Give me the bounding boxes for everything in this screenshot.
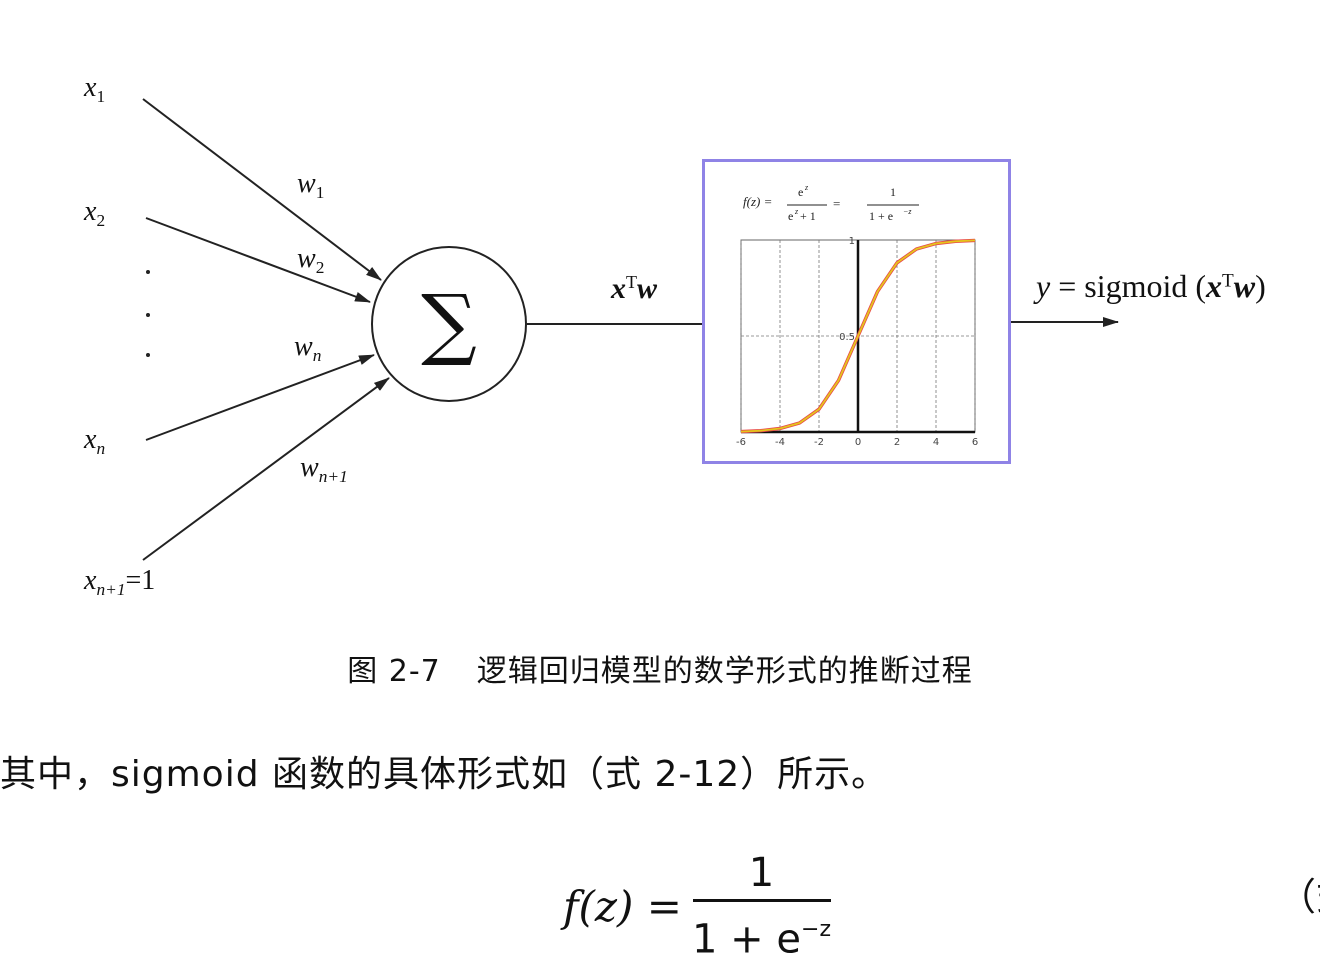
equation-fraction: 1 1 + e−z bbox=[692, 849, 831, 963]
summation-node: ∑ bbox=[371, 246, 527, 402]
equation-lhs: f(z) = bbox=[563, 882, 682, 931]
input-label-xn: xn bbox=[84, 424, 105, 459]
y-tick-label: 1 bbox=[849, 236, 855, 247]
equation-denominator: 1 + e−z bbox=[692, 906, 831, 963]
input-label-xn1: xn+1=1 bbox=[84, 565, 155, 600]
ellipsis-dot bbox=[146, 353, 150, 357]
weight-label-wn: wn bbox=[294, 331, 321, 366]
x-tick-label: 2 bbox=[894, 437, 900, 448]
linear-combination-label: xTw bbox=[611, 272, 657, 306]
x-tick-label: -6 bbox=[736, 437, 746, 448]
weight-label-w1: w1 bbox=[297, 168, 324, 203]
edge-x1 bbox=[143, 99, 381, 280]
x-tick-label: -4 bbox=[775, 437, 785, 448]
figure-title: 逻辑回归模型的数学形式的推断过程 bbox=[477, 654, 973, 689]
edge-xn1 bbox=[143, 378, 389, 560]
network-arrows bbox=[0, 0, 1320, 620]
output-label: y = sigmoid (xTw) bbox=[1036, 268, 1266, 305]
x-tick-label: 6 bbox=[972, 437, 978, 448]
x-tick-label: 4 bbox=[933, 437, 939, 448]
x-tick-label: 0 bbox=[855, 437, 861, 448]
sigmoid-equation: f(z) = 1 1 + e−z bbox=[563, 852, 831, 960]
ellipsis-dot bbox=[146, 313, 150, 317]
x-tick-label: -2 bbox=[814, 437, 824, 448]
edge-xn bbox=[146, 355, 374, 440]
input-label-x2: x2 bbox=[84, 196, 105, 231]
equation-tag: （式 bbox=[1278, 866, 1320, 921]
figure-number: 图 2-7 bbox=[347, 654, 441, 689]
sigma-symbol: ∑ bbox=[373, 248, 525, 400]
equation-numerator: 1 bbox=[749, 849, 774, 897]
input-label-x1: x1 bbox=[84, 72, 105, 107]
ellipsis-dot bbox=[146, 270, 150, 274]
edge-x2 bbox=[146, 218, 370, 302]
y-tick-label: 0.5 bbox=[839, 332, 855, 343]
figure-caption: 图 2-7 逻辑回归模型的数学形式的推断过程 bbox=[0, 646, 1320, 690]
body-paragraph: 其中，sigmoid 函数的具体形式如（式 2-12）所示。 bbox=[0, 745, 888, 797]
sigmoid-chart: -6 -4 -2 0 2 4 6 0.5 1 bbox=[705, 162, 1014, 467]
weight-label-w2: w2 bbox=[297, 243, 324, 278]
weight-label-wn1: wn+1 bbox=[300, 452, 348, 487]
fraction-bar bbox=[693, 899, 831, 902]
